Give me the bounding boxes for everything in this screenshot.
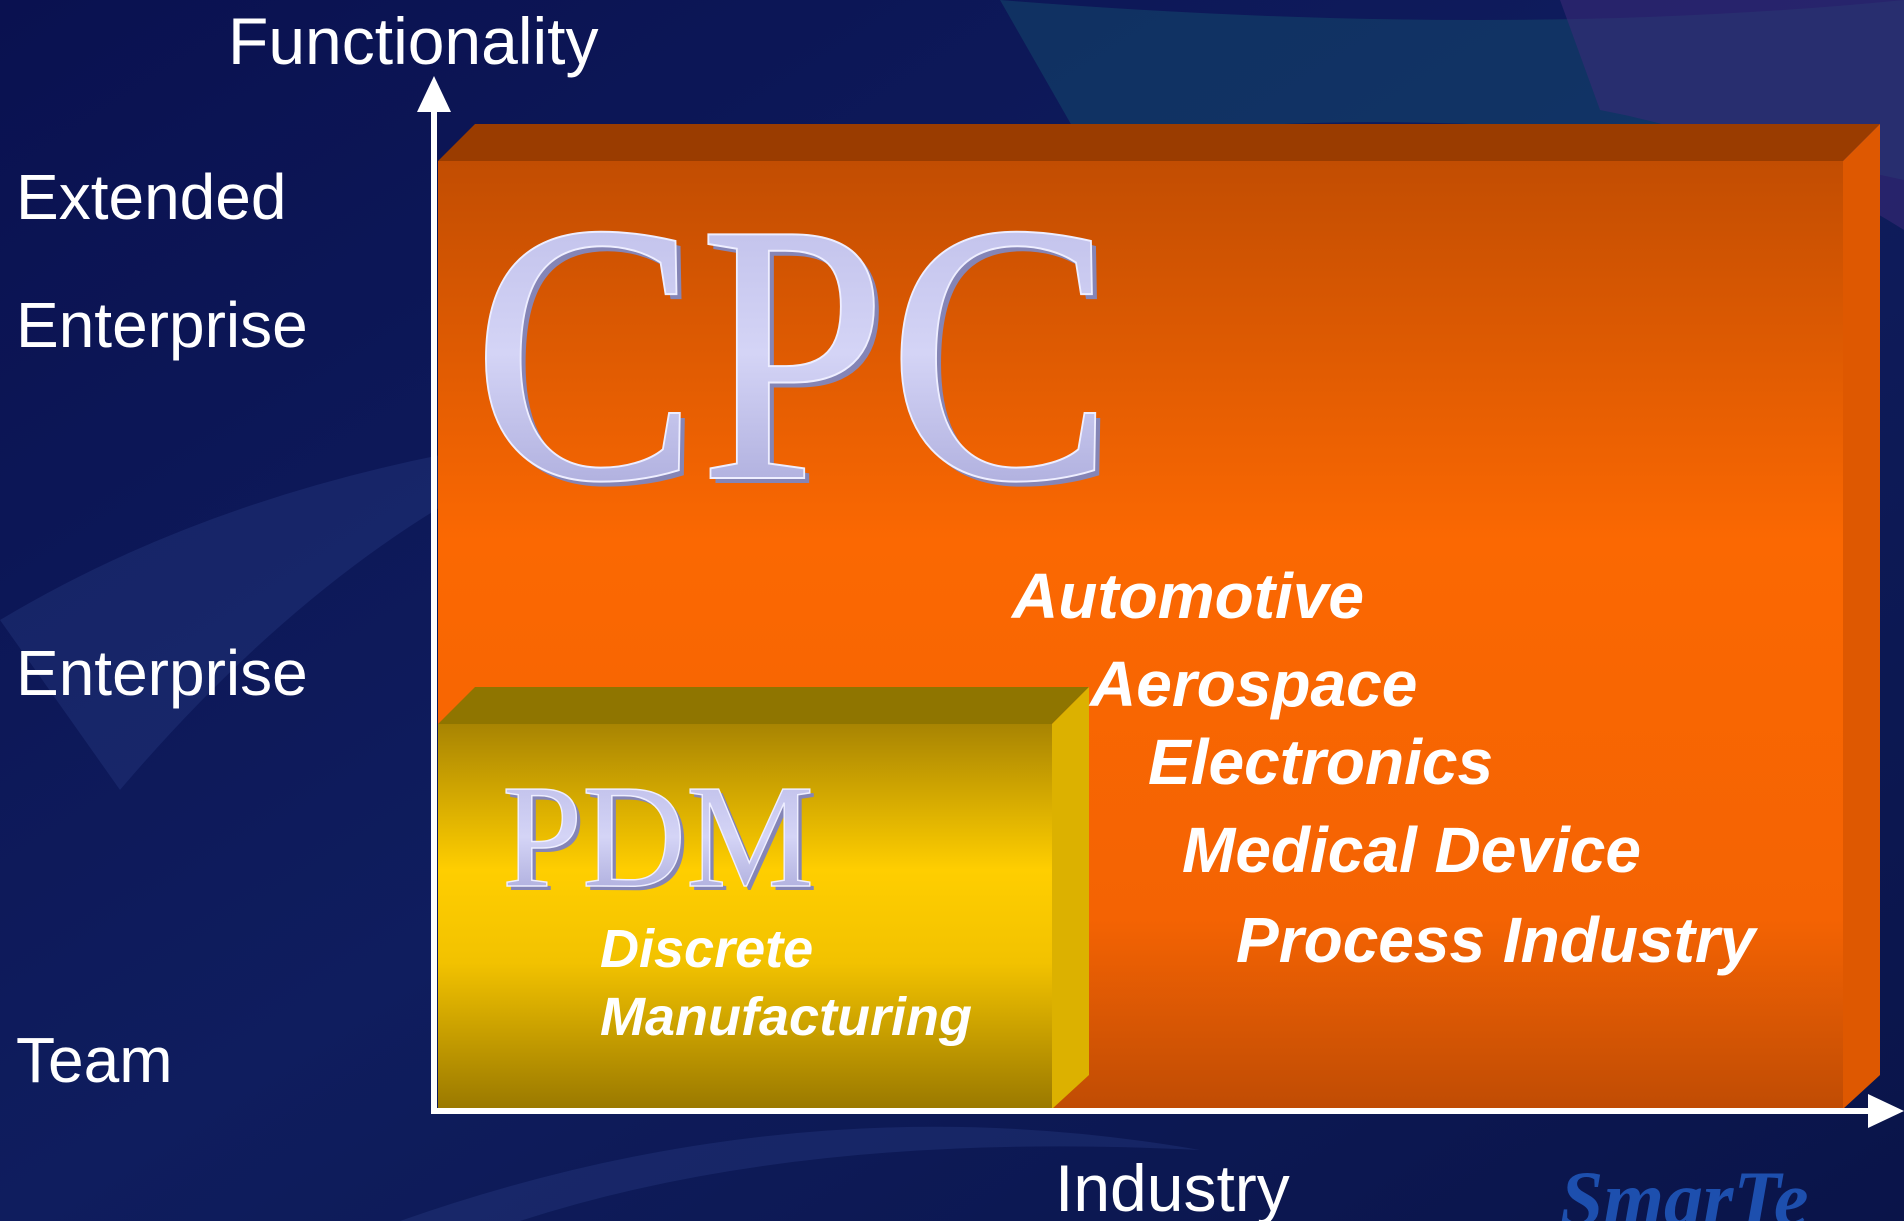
pdm-title: PDM <box>506 759 818 923</box>
x-axis-arrowhead <box>1868 1094 1904 1128</box>
y-level-label: Extended <box>16 161 287 233</box>
pdm-title: PDM <box>502 755 814 919</box>
y-level-label: Team <box>16 1024 173 1096</box>
industry-label: Aerospace <box>1090 648 1418 720</box>
industry-label: Medical Device <box>1182 814 1641 886</box>
y-level-label: Enterprise <box>16 289 308 361</box>
smartteam-logo: SmarTe <box>1560 1155 1809 1221</box>
x-axis-title: Industry <box>1055 1151 1290 1221</box>
pdm-box-side <box>1052 687 1089 1109</box>
cpc-box-top <box>438 124 1880 161</box>
background-swoosh <box>400 1126 1200 1221</box>
pdm-box-front <box>438 724 1052 1109</box>
industry-label: Automotive <box>1012 560 1364 632</box>
y-axis-title: Functionality <box>228 4 599 78</box>
pdm-box-top <box>438 687 1089 724</box>
pdm-box <box>438 687 1089 1109</box>
background-swoosh <box>0 430 600 790</box>
industry-label: Electronics <box>1148 726 1494 798</box>
y-level-label: Enterprise <box>16 637 308 709</box>
pdm-box-label: Manufacturing <box>600 987 972 1047</box>
cpc-box-side <box>1843 124 1880 1109</box>
y-axis-arrowhead <box>417 76 451 112</box>
cpc-title: CPC <box>477 153 1119 564</box>
cpc-title: CPC <box>472 148 1114 559</box>
pdm-box-label: Discrete <box>600 919 814 979</box>
industry-label: Process Industry <box>1236 904 1756 976</box>
